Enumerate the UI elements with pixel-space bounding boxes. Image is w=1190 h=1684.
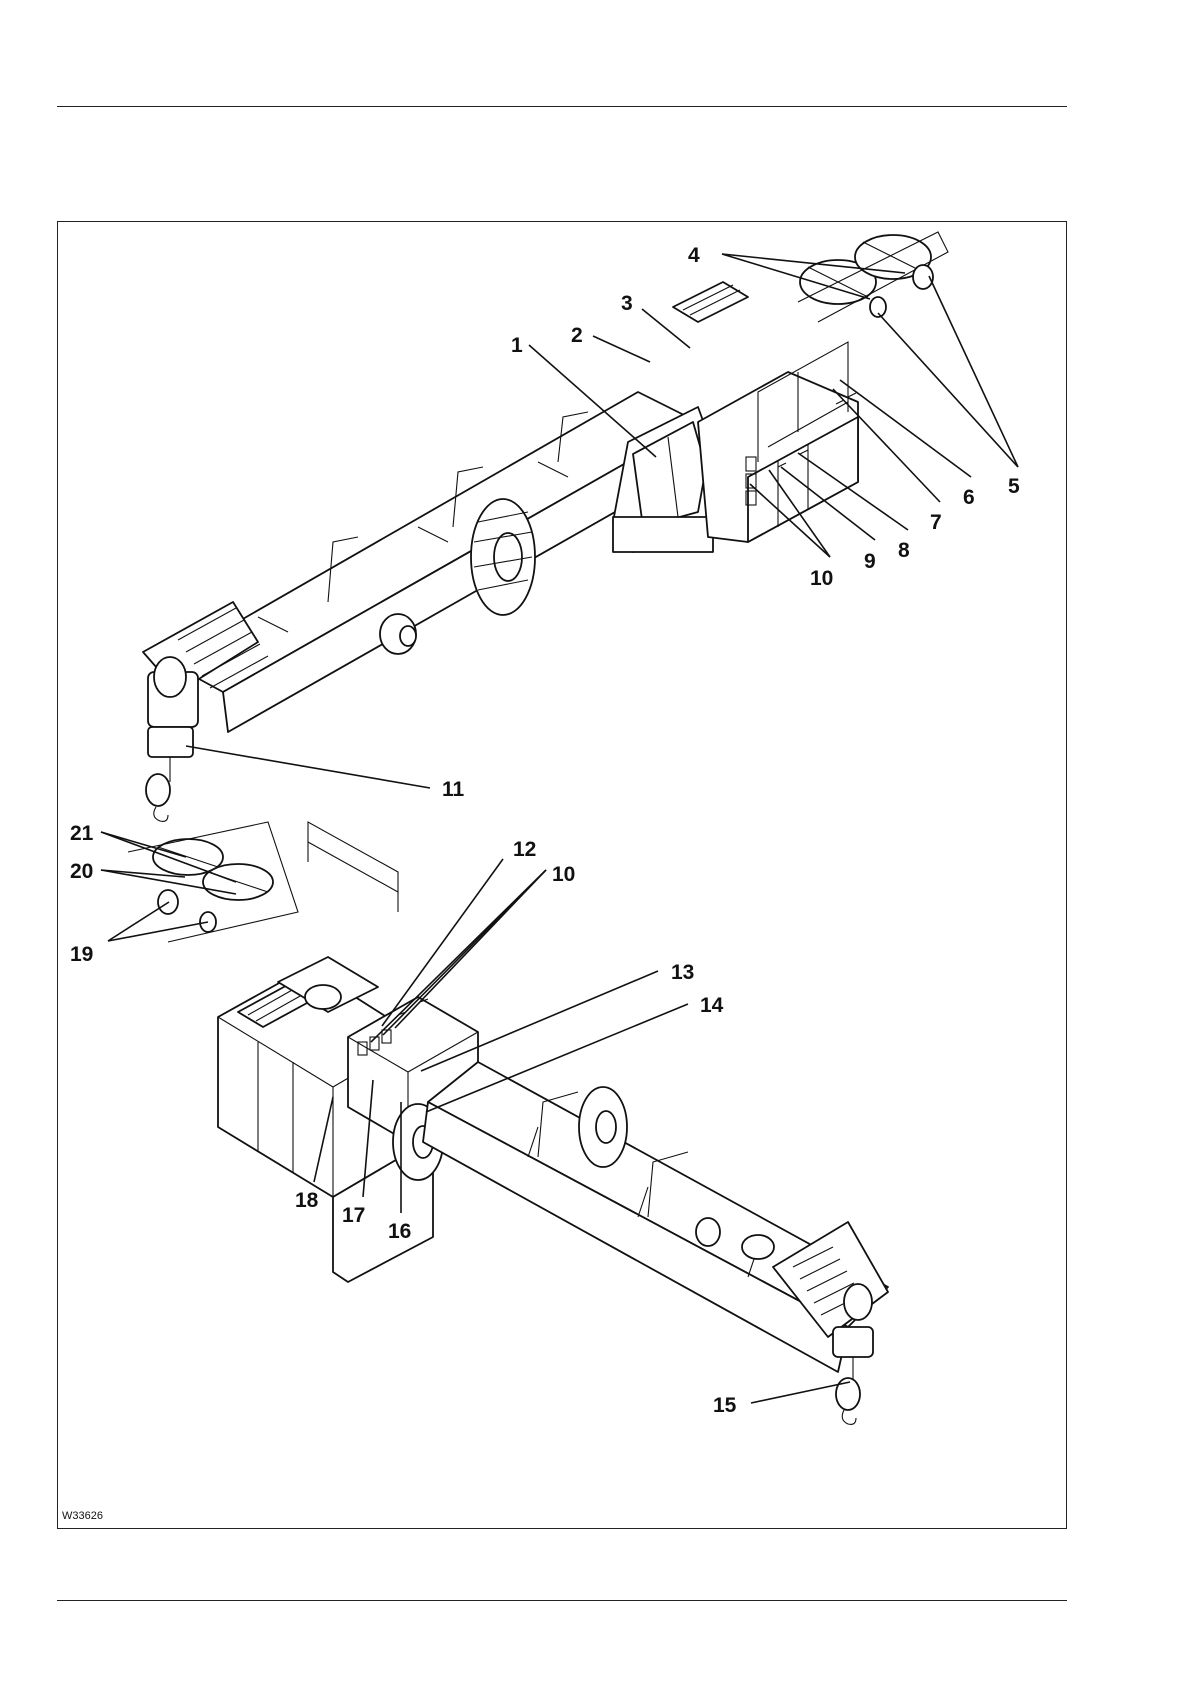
callout-11: 11	[442, 778, 465, 801]
superstructure	[673, 232, 948, 542]
callout-1: 1	[511, 334, 523, 357]
callout-10-bottom: 10	[552, 863, 575, 886]
callout-19: 19	[70, 943, 93, 966]
callout-20: 20	[70, 860, 93, 883]
callout-12: 12	[513, 838, 536, 861]
callout-4: 4	[688, 244, 700, 267]
callout-15: 15	[713, 1394, 737, 1417]
callout-18: 18	[295, 1189, 319, 1212]
callout-21: 21	[70, 822, 94, 845]
callout-3: 3	[621, 292, 633, 315]
callout-6: 6	[963, 486, 975, 509]
hook-block	[146, 727, 193, 821]
winch-drum	[471, 499, 535, 615]
crane-top-view	[143, 232, 948, 821]
callout-5: 5	[1008, 475, 1020, 498]
crane-illustration: 1 2 3 4 5 6 7 8 9 10 11 12 10 13 14 15 1…	[58, 222, 1066, 1528]
callout-13: 13	[671, 961, 694, 984]
figure-id: W33626	[62, 1510, 103, 1522]
callout-17: 17	[342, 1204, 365, 1227]
callouts: 1 2 3 4 5 6 7 8 9 10 11 12 10 13 14 15 1…	[70, 244, 1020, 1417]
header-rule	[57, 106, 1067, 107]
callout-16: 16	[388, 1220, 411, 1243]
footer-rule	[57, 1600, 1067, 1601]
callout-7: 7	[930, 511, 942, 534]
figure-frame: 1 2 3 4 5 6 7 8 9 10 11 12 10 13 14 15 1…	[57, 221, 1067, 1529]
callout-14: 14	[700, 994, 724, 1017]
callout-2: 2	[571, 324, 583, 347]
crane-bottom-view	[128, 822, 888, 1424]
callout-10-top: 10	[810, 567, 833, 590]
callout-9: 9	[864, 550, 876, 573]
callout-8: 8	[898, 539, 910, 562]
